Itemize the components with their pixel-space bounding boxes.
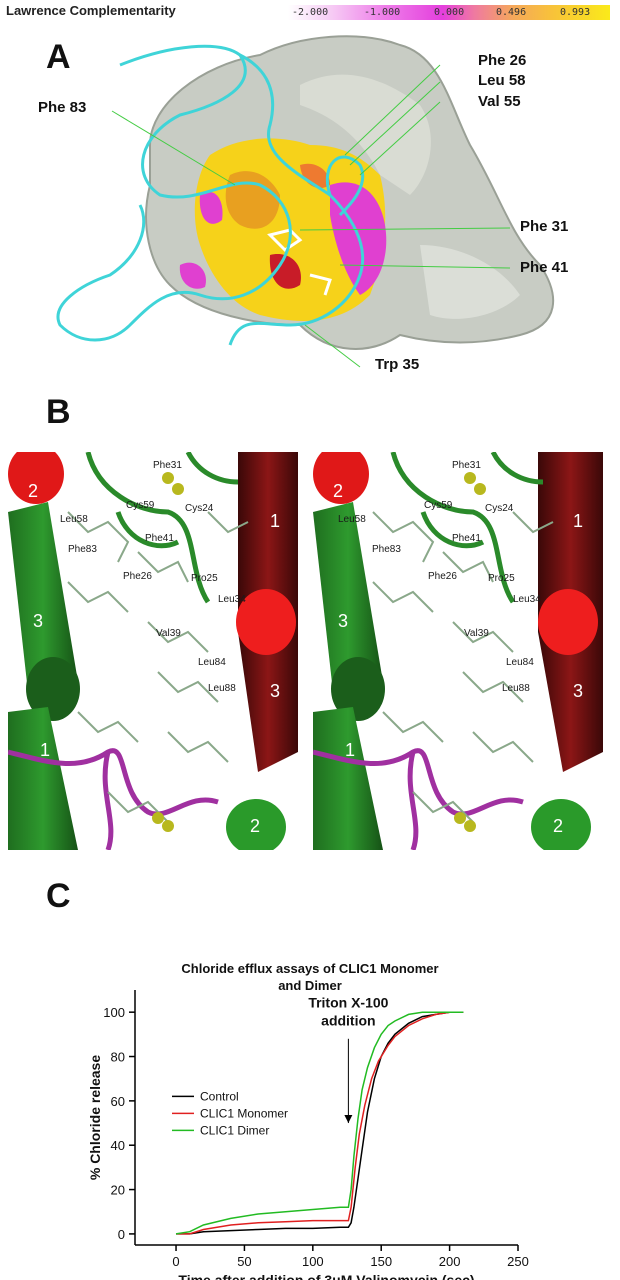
- x-tick-label: 100: [302, 1254, 324, 1269]
- helix-number: 2: [250, 816, 260, 836]
- label-phe83: Phe 83: [38, 99, 87, 116]
- colorbar-title: Lawrence Complementarity: [6, 3, 176, 18]
- residue-label: Pro25: [488, 573, 515, 584]
- series-line-control: [176, 1011, 464, 1235]
- colorbar-tick: 0.496: [496, 7, 527, 18]
- panel-label-c: C: [46, 877, 71, 915]
- helix-number: 3: [338, 611, 348, 631]
- x-tick-label: 200: [439, 1254, 461, 1269]
- residue-label: Phe31: [153, 460, 182, 471]
- label-phe31: Phe 31: [520, 218, 569, 235]
- y-tick-label: 80: [111, 1050, 125, 1065]
- stereo-right-view: [313, 452, 603, 850]
- residue-label: Phe83: [372, 544, 401, 555]
- label-phe41: Phe 41: [520, 259, 569, 276]
- annotation-arrow-head: [344, 1115, 353, 1124]
- panel-b-stereo-image: 2 1 3 3 1 2 2 1 3 3 1 2 Phe31 Cys59 Cys2…: [8, 452, 608, 850]
- colorbar-gradient: -2.000 -1.000 0.000 0.496 0.993: [288, 5, 610, 20]
- helix-number: 2: [553, 816, 563, 836]
- panel-label-b: B: [46, 393, 71, 431]
- annotation-label-line2: addition: [321, 1012, 375, 1028]
- residue-label: Cys24: [185, 503, 214, 514]
- backbone-ribbon: [56, 44, 365, 346]
- helix-number: 1: [573, 511, 583, 531]
- chart-title: Chloride efflux assays of CLIC1 Monomer …: [130, 960, 490, 994]
- residue-label: Leu58: [60, 514, 88, 525]
- series-line-clic1-dimer: [175, 1011, 464, 1235]
- helix-number: 3: [573, 681, 583, 701]
- x-axis-label: Time after addition of 3μM Valinomycin (…: [178, 1272, 474, 1280]
- colorbar-tick: 0.000: [434, 7, 465, 18]
- x-tick-label: 250: [507, 1254, 529, 1269]
- residue-label: Leu84: [198, 657, 226, 668]
- label-phe26: Phe 26: [478, 52, 527, 69]
- helix-number: 2: [333, 481, 343, 501]
- residue-label: Leu58: [338, 514, 366, 525]
- residue-label: Leu34: [513, 594, 541, 605]
- residue-label: Pro25: [191, 573, 218, 584]
- x-tick-label: 150: [370, 1254, 392, 1269]
- residue-label: Leu88: [502, 683, 530, 694]
- y-axis-label: % Chloride release: [87, 1055, 103, 1180]
- helix-number: 3: [33, 611, 43, 631]
- chart-title-line1: Chloride efflux assays of CLIC1 Monomer: [181, 961, 439, 976]
- panel-label-a: A: [46, 38, 71, 76]
- legend-label: Control: [200, 1089, 239, 1103]
- y-tick-label: 60: [111, 1094, 125, 1109]
- legend-label: CLIC1 Monomer: [200, 1106, 288, 1120]
- panel-a-surface-image: [56, 35, 554, 368]
- legend-label: CLIC1 Dimer: [200, 1123, 269, 1137]
- colorbar-tick: -2.000: [292, 7, 329, 18]
- y-tick-label: 100: [103, 1005, 125, 1020]
- label-trp35: Trp 35: [375, 356, 420, 373]
- x-tick-label: 0: [172, 1254, 179, 1269]
- residue-label: Cys24: [485, 503, 514, 514]
- residue-label: Leu84: [506, 657, 534, 668]
- residue-label: Val39: [464, 628, 489, 639]
- helix-number: 1: [345, 740, 355, 760]
- label-leu58: Leu 58: [478, 72, 526, 89]
- residue-label: Phe31: [452, 460, 481, 471]
- residue-label: Phe26: [428, 571, 457, 582]
- residue-label: Phe41: [452, 533, 481, 544]
- colorbar-tick: 0.993: [560, 7, 591, 18]
- x-tick-label: 50: [237, 1254, 251, 1269]
- residue-label: Cys59: [126, 500, 155, 511]
- residue-label: Phe26: [123, 571, 152, 582]
- residue-label: Phe41: [145, 533, 174, 544]
- helix-number: 3: [270, 681, 280, 701]
- series-line-clic1-monomer: [176, 1011, 464, 1235]
- y-tick-label: 0: [118, 1227, 125, 1242]
- helix-number: 1: [270, 511, 280, 531]
- colorbar-tick: -1.000: [364, 7, 401, 18]
- residue-label: Cys59: [424, 500, 453, 511]
- y-tick-label: 40: [111, 1138, 125, 1153]
- residue-label: Leu34: [218, 594, 246, 605]
- residue-label: Leu88: [208, 683, 236, 694]
- helix-number: 1: [40, 740, 50, 760]
- stereo-left-view: [8, 452, 298, 850]
- label-val55: Val 55: [478, 93, 521, 110]
- residue-label: Val39: [156, 628, 181, 639]
- residue-label: Phe83: [68, 544, 97, 555]
- chart-title-line2: and Dimer: [278, 978, 342, 993]
- helix-number: 2: [28, 481, 38, 501]
- y-tick-label: 20: [111, 1183, 125, 1198]
- annotation-label-line1: Triton X-100: [308, 995, 388, 1011]
